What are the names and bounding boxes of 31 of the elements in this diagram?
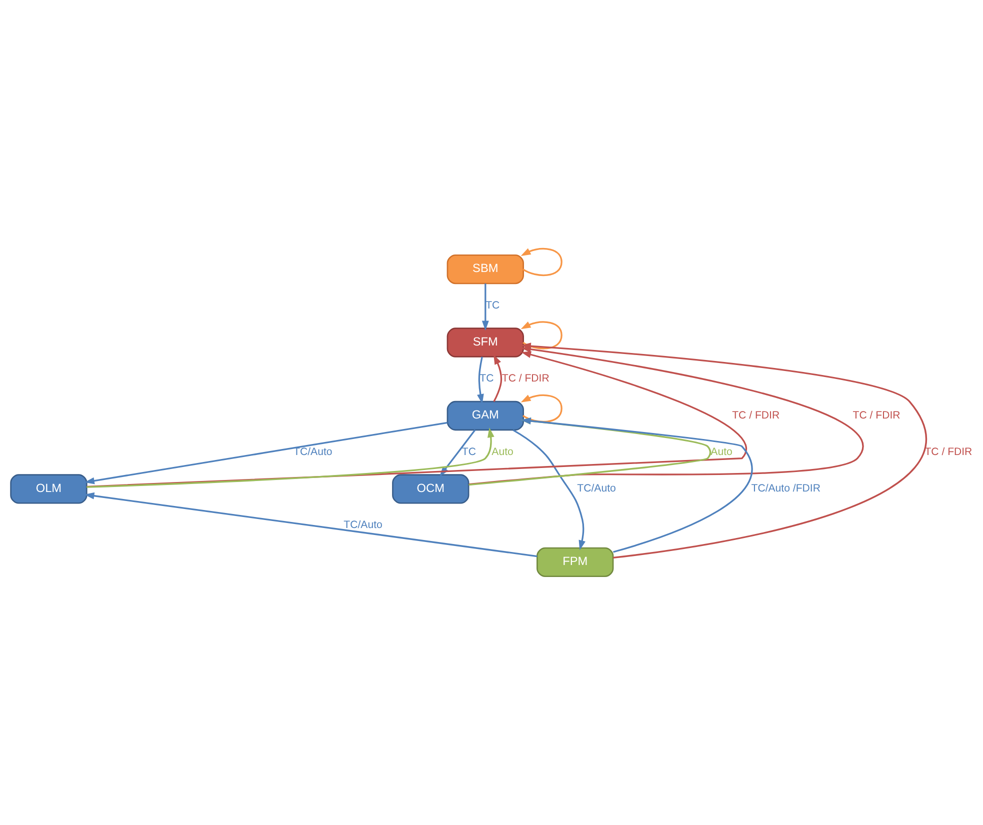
arrow bbox=[493, 354, 502, 402]
node-box: SFM bbox=[446, 328, 524, 358]
edge-label: Auto bbox=[492, 446, 514, 458]
edge-label: TC / FDIR bbox=[852, 409, 900, 422]
edge-label: TC/Auto /FDIR bbox=[751, 482, 820, 494]
node-box: GAM bbox=[446, 400, 524, 431]
arrow bbox=[468, 418, 712, 486]
edge-label: TC bbox=[486, 299, 500, 312]
arrow bbox=[86, 428, 494, 488]
edge-label: TC/Auto bbox=[294, 446, 332, 458]
edge-label: TC bbox=[480, 372, 494, 385]
edge-label: TC/Auto bbox=[577, 482, 616, 494]
arrow bbox=[512, 429, 586, 550]
arrow bbox=[84, 492, 538, 558]
edge-label: TC / FDIR bbox=[502, 372, 550, 385]
arrow bbox=[482, 283, 489, 331]
edge-label: TC / FDIR bbox=[732, 409, 780, 422]
edge-label: Auto bbox=[710, 446, 732, 458]
node-box: OLM bbox=[10, 474, 88, 504]
edge-label: TC bbox=[462, 446, 476, 458]
node-box: FPM bbox=[536, 547, 614, 578]
arrow bbox=[520, 321, 562, 350]
arrow bbox=[86, 351, 746, 488]
arrow bbox=[477, 356, 484, 404]
node-box: OCM bbox=[392, 474, 470, 504]
edge-label: TC / FDIR bbox=[924, 446, 972, 458]
arrow bbox=[520, 248, 562, 276]
node-box: SBM bbox=[446, 254, 524, 284]
arrow bbox=[520, 394, 562, 423]
edge-label: TC/Auto bbox=[344, 519, 382, 532]
arrow bbox=[520, 418, 753, 553]
